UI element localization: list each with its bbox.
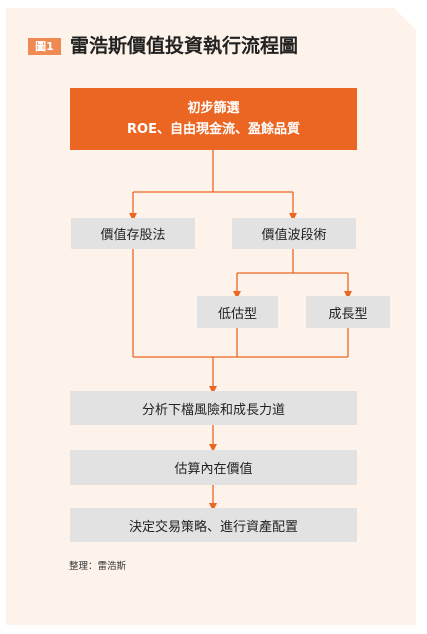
branch-value-swing: 價值波段術	[232, 218, 356, 249]
step-risk-growth-analysis: 分析下檔風險和成長力道	[70, 391, 357, 425]
step-trading-strategy: 決定交易策略、進行資產配置	[70, 508, 357, 542]
step-initial-screening: 初步篩選 ROE、自由現金流、盈餘品質	[70, 88, 357, 150]
branch-value-dividend: 價值存股法	[71, 218, 195, 249]
figure-title: 雷浩斯價值投資執行流程圖	[70, 35, 299, 57]
step-intrinsic-value: 估算內在價值	[70, 450, 357, 485]
sub-growth: 成長型	[306, 296, 390, 328]
sub-undervalued: 低估型	[197, 296, 278, 328]
figure-tag: 圖1	[28, 38, 61, 55]
source-note: 整理：雷浩斯	[69, 561, 127, 572]
step-initial-screening-title: 初步篩選	[187, 101, 240, 116]
step-initial-screening-criteria: ROE、自由現金流、盈餘品質	[127, 122, 300, 137]
